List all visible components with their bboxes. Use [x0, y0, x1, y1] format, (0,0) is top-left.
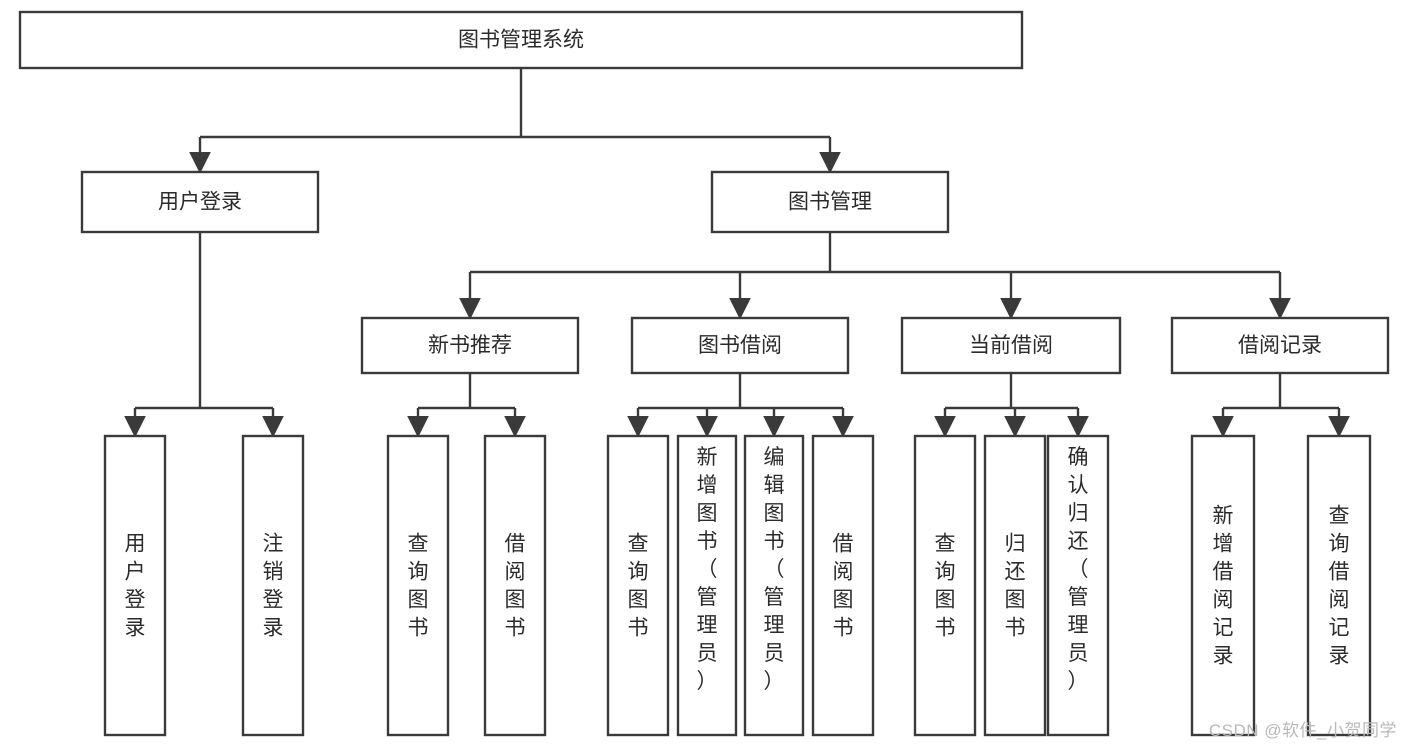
- node-group: 图书管理系统用户登录图书管理新书推荐图书借阅当前借阅借阅记录用户登录注销登录查询…: [18, 10, 1390, 737]
- node-leaf-11[interactable]: 新增借阅记录: [1190, 434, 1256, 737]
- node-level2-1-rect[interactable]: [710, 170, 950, 234]
- node-leaf-4[interactable]: 查询图书: [606, 434, 670, 737]
- node-level3-2[interactable]: 当前借阅: [900, 316, 1122, 375]
- node-level2-1[interactable]: 图书管理: [710, 170, 950, 234]
- node-level3-1[interactable]: 图书借阅: [630, 316, 850, 375]
- node-root-system-label: 图书管理系统: [458, 29, 584, 52]
- node-leaf-4-label: 查询图书: [628, 533, 649, 640]
- node-level2-0-label: 用户登录: [158, 191, 242, 214]
- node-leaf-10-label: 确认归还（管理员）: [1068, 446, 1089, 693]
- node-leaf-5[interactable]: 新增图书（管理员）: [676, 434, 738, 737]
- node-leaf-0[interactable]: 用户登录: [103, 434, 167, 737]
- node-leaf-7[interactable]: 借阅图书: [811, 434, 875, 737]
- node-leaf-11-label: 新增借阅记录: [1213, 505, 1234, 668]
- node-leaf-1[interactable]: 注销登录: [241, 434, 305, 737]
- node-level3-3-rect[interactable]: [1170, 316, 1390, 375]
- node-leaf-7-label: 借阅图书: [833, 533, 854, 640]
- node-level3-3[interactable]: 借阅记录: [1170, 316, 1390, 375]
- node-level3-1-label: 图书借阅: [698, 334, 782, 357]
- node-leaf-9-rect[interactable]: [983, 434, 1047, 737]
- node-leaf-3-rect[interactable]: [483, 434, 547, 737]
- node-leaf-0-label: 用户登录: [125, 533, 146, 640]
- node-leaf-12[interactable]: 查询借阅记录: [1306, 434, 1372, 737]
- node-leaf-1-label: 注销登录: [263, 533, 284, 640]
- node-leaf-12-rect[interactable]: [1306, 434, 1372, 737]
- watermark-text: CSDN @软件_小贺同学: [1208, 721, 1397, 740]
- node-leaf-1-rect[interactable]: [241, 434, 305, 737]
- node-leaf-10[interactable]: 确认归还（管理员）: [1046, 434, 1110, 737]
- node-level3-2-label: 当前借阅: [969, 334, 1053, 357]
- node-leaf-5-rect[interactable]: [676, 434, 738, 737]
- node-leaf-0-rect[interactable]: [103, 434, 167, 737]
- node-leaf-2-rect[interactable]: [386, 434, 450, 737]
- node-level3-0-rect[interactable]: [360, 316, 580, 375]
- node-level3-0-label: 新书推荐: [428, 334, 512, 357]
- node-level2-0[interactable]: 用户登录: [80, 170, 320, 234]
- node-leaf-6-label: 编辑图书（管理员）: [764, 446, 785, 693]
- node-leaf-2-label: 查询图书: [408, 533, 429, 640]
- node-root-system[interactable]: 图书管理系统: [18, 10, 1024, 70]
- node-leaf-6[interactable]: 编辑图书（管理员）: [743, 434, 805, 737]
- node-level3-3-label: 借阅记录: [1238, 334, 1322, 357]
- node-leaf-9-label: 归还图书: [1005, 533, 1026, 640]
- connector-lines: [124, 68, 1350, 438]
- node-leaf-8-rect[interactable]: [913, 434, 977, 737]
- node-leaf-10-rect[interactable]: [1046, 434, 1110, 737]
- node-leaf-6-rect[interactable]: [743, 434, 805, 737]
- node-leaf-3[interactable]: 借阅图书: [483, 434, 547, 737]
- node-leaf-3-label: 借阅图书: [505, 533, 526, 640]
- node-leaf-2[interactable]: 查询图书: [386, 434, 450, 737]
- node-root-system-rect[interactable]: [18, 10, 1024, 70]
- node-level3-1-rect[interactable]: [630, 316, 850, 375]
- node-leaf-12-label: 查询借阅记录: [1329, 505, 1350, 668]
- node-leaf-11-rect[interactable]: [1190, 434, 1256, 737]
- node-leaf-8[interactable]: 查询图书: [913, 434, 977, 737]
- node-level3-2-rect[interactable]: [900, 316, 1122, 375]
- node-level2-1-label: 图书管理: [788, 191, 872, 214]
- node-leaf-9[interactable]: 归还图书: [983, 434, 1047, 737]
- node-leaf-5-label: 新增图书（管理员）: [697, 446, 718, 693]
- node-leaf-8-label: 查询图书: [935, 533, 956, 640]
- node-leaf-7-rect[interactable]: [811, 434, 875, 737]
- node-leaf-4-rect[interactable]: [606, 434, 670, 737]
- node-level3-0[interactable]: 新书推荐: [360, 316, 580, 375]
- node-level2-0-rect[interactable]: [80, 170, 320, 234]
